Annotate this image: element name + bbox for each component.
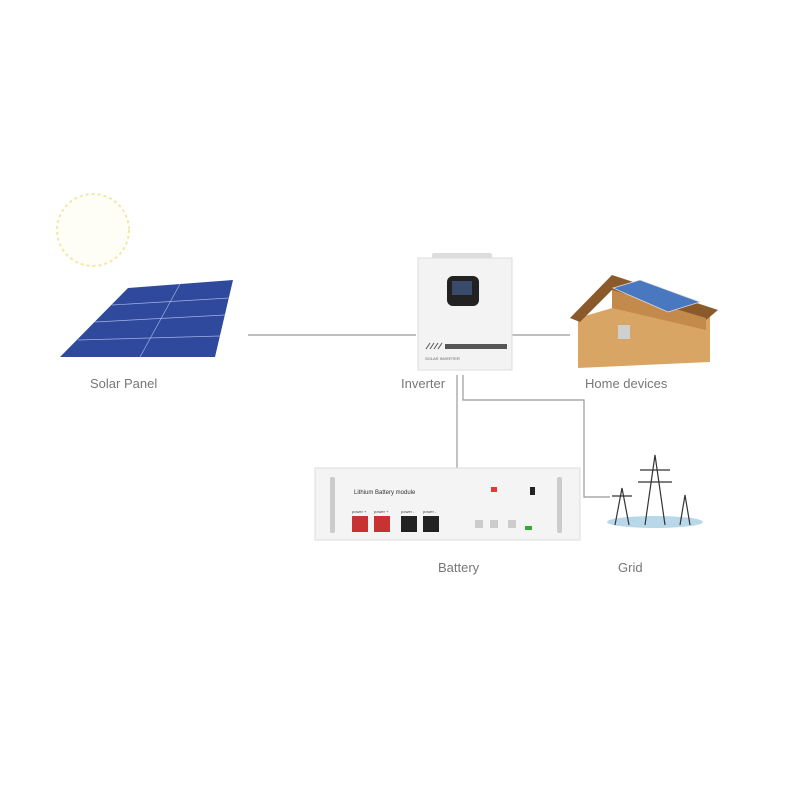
svg-text:Lithium Battery module: Lithium Battery module — [354, 490, 416, 496]
solar-panel-image — [60, 280, 233, 358]
svg-text:power -: power - — [401, 509, 415, 514]
battery-image: Lithium Battery module power + power + p… — [314, 467, 581, 541]
label-inverter: Inverter — [401, 376, 446, 391]
label-battery: Battery — [438, 560, 480, 575]
svg-text:power +: power + — [374, 509, 389, 514]
grid-image — [607, 454, 703, 528]
svg-text:SOLAR INVERTER: SOLAR INVERTER — [425, 356, 460, 361]
sun-icon — [56, 193, 130, 267]
svg-text:power -: power - — [423, 509, 437, 514]
label-solar-panel: Solar Panel — [90, 376, 158, 391]
label-grid: Grid — [618, 560, 643, 575]
line-inverter-grid — [462, 375, 610, 498]
svg-text:power +: power + — [352, 509, 367, 514]
connection-lines — [248, 334, 610, 498]
home-image — [570, 275, 718, 368]
label-home-devices: Home devices — [585, 376, 668, 391]
inverter-image: SOLAR INVERTER — [417, 253, 513, 371]
